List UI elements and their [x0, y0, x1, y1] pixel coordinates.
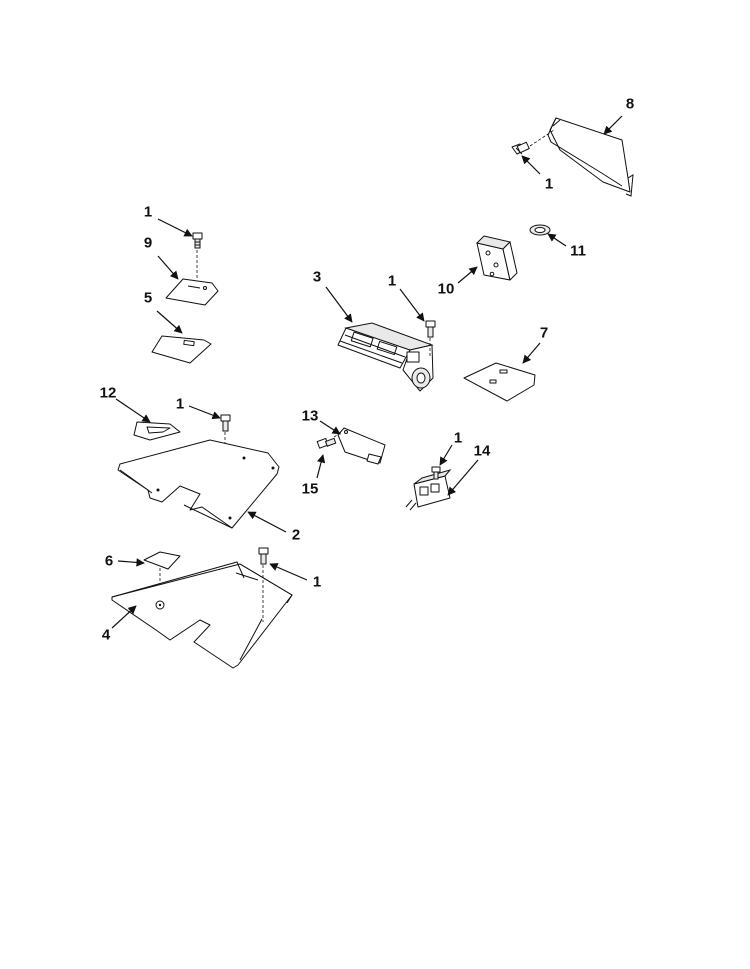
screw-icon — [220, 414, 231, 443]
part-5-plate — [151, 335, 212, 364]
callout-labels: 8 1 11 10 1 9 5 3 1 7 12 1 13 15 1 14 2 … — [100, 96, 635, 644]
screw-icon — [431, 466, 441, 480]
callout-10: 10 — [438, 281, 455, 298]
screw-icon — [425, 320, 436, 358]
callout-11: 11 — [570, 243, 586, 260]
callout-1: 1 — [144, 204, 152, 221]
callout-2: 2 — [292, 527, 300, 544]
part-11-washer — [529, 224, 551, 236]
callout-6: 6 — [105, 553, 113, 570]
part-3-module — [337, 322, 434, 392]
part-7-plate — [463, 362, 536, 402]
callout-1: 1 — [454, 430, 462, 447]
callout-1: 1 — [313, 574, 321, 591]
part-10-box — [476, 235, 518, 281]
part-8-bracket — [529, 117, 634, 197]
leader-lines — [111, 115, 623, 629]
part-13-bracket — [337, 427, 386, 465]
screw-icon — [192, 232, 203, 278]
screw-icon — [258, 547, 269, 622]
callout-7: 7 — [540, 325, 548, 342]
screw-icon — [511, 141, 530, 155]
screw-icon — [316, 431, 343, 449]
part-9-plate — [165, 278, 219, 306]
callout-4: 4 — [102, 627, 111, 644]
part-12-clip — [133, 421, 181, 441]
callout-1: 1 — [176, 396, 184, 413]
callout-1: 1 — [545, 176, 553, 193]
callout-12: 12 — [100, 385, 117, 402]
callout-3: 3 — [313, 269, 321, 286]
part-4-base — [111, 561, 293, 669]
callout-15: 15 — [302, 481, 319, 498]
callout-14: 14 — [474, 443, 491, 460]
callout-9: 9 — [144, 235, 152, 252]
callout-1: 1 — [388, 273, 396, 290]
callout-8: 8 — [626, 96, 634, 113]
callout-13: 13 — [302, 408, 319, 425]
part-2-plate — [117, 439, 280, 529]
callout-5: 5 — [144, 290, 152, 307]
part-14-terminal — [405, 469, 452, 511]
